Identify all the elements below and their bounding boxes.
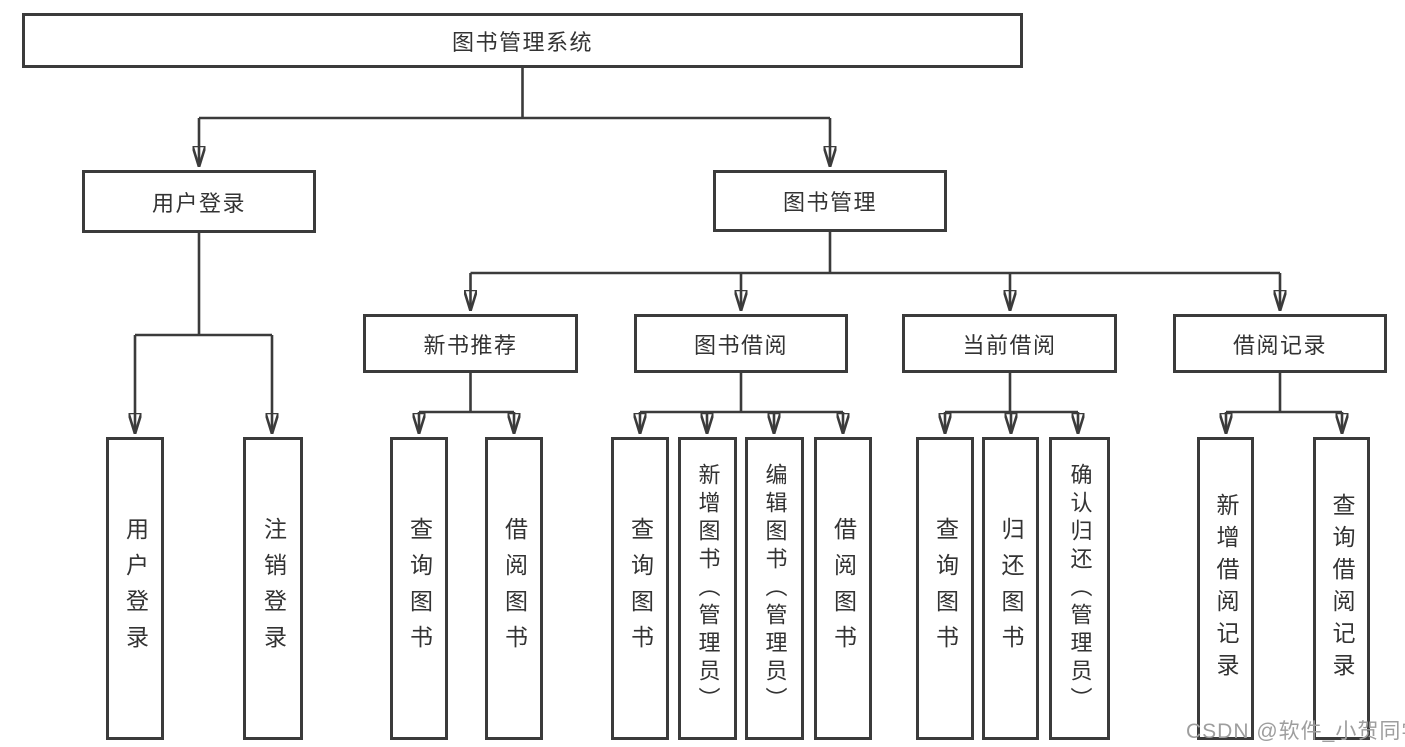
node-book-borrow: 图书借阅 bbox=[634, 314, 848, 373]
leaf-bb-edit-books-admin: 编辑图书（管理员） bbox=[745, 437, 804, 740]
leaf-bb-add-books-admin: 新增图书（管理员） bbox=[678, 437, 737, 740]
csdn-watermark: CSDN @软件_小贺同学 bbox=[1186, 720, 1405, 743]
node-borrow-record: 借阅记录 bbox=[1173, 314, 1387, 373]
leaf-br-query-record: 查询借阅记录 bbox=[1313, 437, 1370, 740]
leaf-nbr-query-books: 查询图书 bbox=[390, 437, 448, 740]
node-root-library-system: 图书管理系统 bbox=[22, 13, 1023, 68]
node-new-book-recommend: 新书推荐 bbox=[363, 314, 578, 373]
node-book-management: 图书管理 bbox=[713, 170, 947, 232]
leaf-bb-borrow-books: 借阅图书 bbox=[814, 437, 872, 740]
leaf-cb-return-books: 归还图书 bbox=[982, 437, 1039, 740]
leaf-bb-query-books: 查询图书 bbox=[611, 437, 669, 740]
leaf-cb-confirm-return-admin: 确认归还（管理员） bbox=[1049, 437, 1110, 740]
node-user-login: 用户登录 bbox=[82, 170, 316, 233]
leaf-br-add-record: 新增借阅记录 bbox=[1197, 437, 1254, 740]
leaf-nbr-borrow-books: 借阅图书 bbox=[485, 437, 543, 740]
node-current-borrow: 当前借阅 bbox=[902, 314, 1117, 373]
leaf-cb-query-books: 查询图书 bbox=[916, 437, 974, 740]
leaf-logout: 注销登录 bbox=[243, 437, 303, 740]
leaf-user-login: 用户登录 bbox=[106, 437, 164, 740]
